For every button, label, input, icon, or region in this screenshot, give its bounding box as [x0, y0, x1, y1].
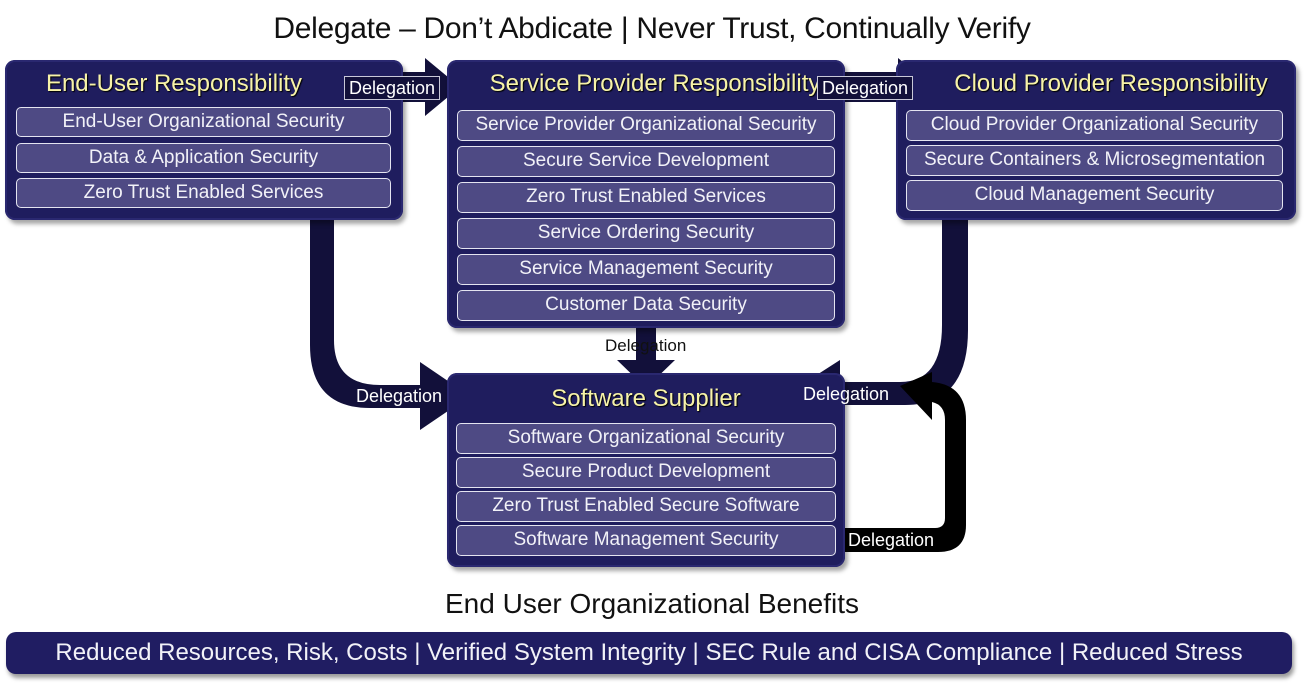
panel-item: End-User Organizational Security [16, 107, 391, 137]
panel-item: Service Management Security [457, 254, 835, 285]
diagram-title: Delegate – Don’t Abdicate | Never Trust,… [273, 12, 1031, 45]
panel-software-supplier: Software Supplier Software Organizationa… [447, 373, 845, 567]
panel-service-provider: Service Provider Responsibility Service … [447, 60, 845, 328]
panel-item: Zero Trust Enabled Services [457, 182, 835, 213]
panel-item: Secure Containers & Microsegmentation [906, 145, 1283, 176]
panel-item: Secure Product Development [456, 457, 836, 488]
panel-title: Cloud Provider Responsibility [954, 70, 1268, 97]
arrow-enduser-to-supplier [310, 215, 470, 430]
panel-title: End-User Responsibility [45, 70, 303, 97]
panel-item: Cloud Management Security [906, 180, 1283, 211]
delegation-label-supplier-loop: Delegation [848, 530, 935, 550]
panel-item: Zero Trust Enabled Services [16, 178, 391, 208]
panel-item: Data & Application Security [16, 143, 391, 173]
delegation-label-enduser-service: Delegation [344, 76, 441, 100]
delegation-label-cloud-supplier: Delegation [803, 384, 890, 404]
delegation-label-service-supplier: Delegation [605, 336, 687, 355]
panel-item: Cloud Provider Organizational Security [906, 110, 1283, 141]
benefits-bar: Reduced Resources, Risk, Costs | Verifie… [6, 632, 1292, 674]
panel-item: Customer Data Security [457, 290, 835, 321]
panel-item: Zero Trust Enabled Secure Software [456, 491, 836, 522]
panel-item: Service Ordering Security [457, 218, 835, 249]
panel-item: Software Organizational Security [456, 423, 836, 454]
panel-title: Service Provider Responsibility [489, 70, 821, 97]
arrow-supplier-loop [838, 372, 966, 552]
panel-item: Software Management Security [456, 525, 836, 556]
benefits-title: End User Organizational Benefits [445, 588, 859, 619]
panel-cloud-provider: Cloud Provider Responsibility Cloud Prov… [896, 60, 1296, 220]
delegation-label-enduser-supplier: Delegation [356, 386, 443, 406]
delegation-label-service-cloud: Delegation [817, 76, 914, 100]
panel-item: Secure Service Development [457, 146, 835, 177]
panel-item: Service Provider Organizational Security [457, 110, 835, 141]
panel-end-user: End-User Responsibility End-User Organiz… [5, 60, 403, 220]
panel-title: Software Supplier [551, 385, 741, 412]
